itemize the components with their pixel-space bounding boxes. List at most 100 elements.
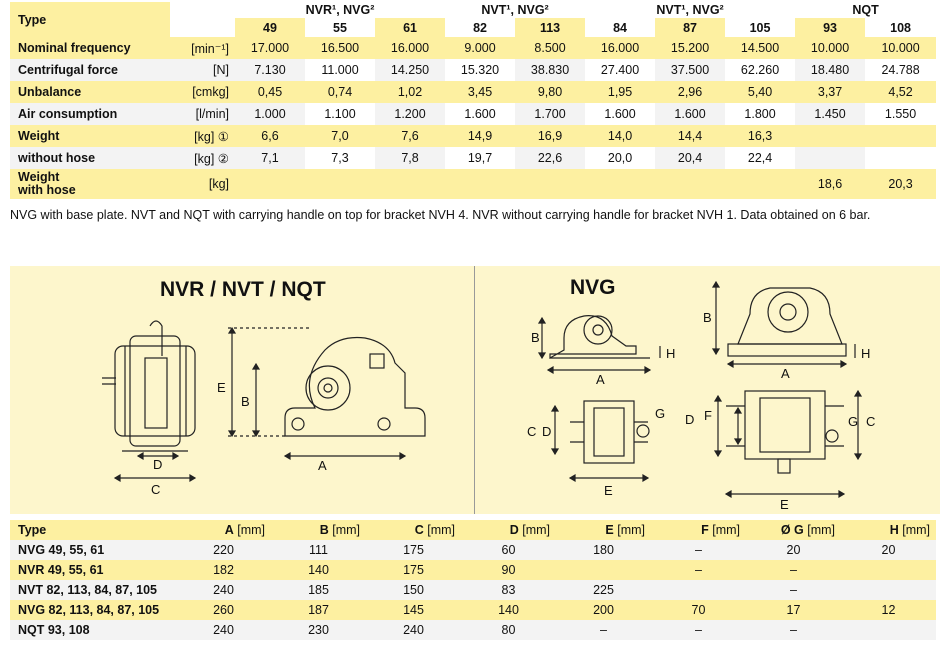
spec-row-unit: [kg]: [170, 169, 235, 199]
dims-row-type: NQT 93, 108: [10, 620, 176, 640]
spec-cell: 8.500: [515, 37, 586, 59]
spec-cell: 19,7: [445, 147, 516, 169]
technical-drawing: D C A B E B A H B A H C D G E D F G C E: [102, 280, 875, 512]
dims-header-letter: Ø G: [780, 523, 804, 537]
spec-cell: 1.600: [445, 103, 516, 125]
spec-cell: 16.000: [375, 37, 446, 59]
spec-row-unit: [min⁻¹]: [170, 37, 235, 59]
dims-cell: 20: [841, 540, 936, 560]
dims-cell: 240: [176, 620, 271, 640]
spec-cell: 22,6: [515, 147, 586, 169]
dims-cell: 225: [556, 580, 651, 600]
spec-cell: 1.700: [515, 103, 586, 125]
spec-cell: 7.130: [235, 59, 305, 81]
spec-cell: 14,9: [445, 125, 516, 147]
dims-header-unit: [mm]: [332, 523, 360, 537]
spec-cell: 4,52: [865, 81, 937, 103]
spec-cell: [795, 147, 866, 169]
dim-label-h-nvg-small: H: [666, 346, 675, 361]
nvg-large-front-drawing: [711, 280, 856, 369]
spec-table: Type NVR¹, NVG² NVT¹, NVG² NVT¹, NVG² NQ…: [10, 2, 937, 199]
dims-header-letter: A: [224, 523, 234, 537]
spec-group-nvr-nvg: NVR¹, NVG²: [235, 2, 446, 18]
dim-label-b-nvg-large: B: [703, 310, 712, 325]
dims-header-unit: [mm]: [522, 523, 550, 537]
model-108: 108: [865, 18, 937, 37]
spec-cell: [515, 169, 586, 199]
dim-label-d-nvg-large: D: [685, 412, 694, 427]
spec-cell: 6,6: [235, 125, 305, 147]
spec-cell: 9,80: [515, 81, 586, 103]
dims-header-letter: F: [701, 523, 709, 537]
dim-label-a-left: A: [318, 458, 327, 473]
spec-cell: 20,4: [655, 147, 726, 169]
dims-header-col: H [mm]: [841, 520, 936, 540]
dims-header-unit: [mm]: [807, 523, 835, 537]
spec-cell: 18.480: [795, 59, 866, 81]
dims-header-col: B [mm]: [271, 520, 366, 540]
spec-cell: [865, 147, 937, 169]
spec-cell: 37.500: [655, 59, 726, 81]
dim-label-d-nvg-small: D: [542, 424, 551, 439]
dims-cell: 20: [746, 540, 841, 560]
spec-cell: 7,1: [235, 147, 305, 169]
spec-cell: 15.320: [445, 59, 516, 81]
spec-cell: 10.000: [795, 37, 866, 59]
dim-label-h-nvg-large: H: [861, 346, 870, 361]
spec-cell: 18,6: [795, 169, 866, 199]
dim-label-c-left: C: [151, 482, 160, 497]
nvg-small-side-drawing: [550, 400, 650, 483]
dims-cell: 70: [651, 600, 746, 620]
dims-header-col: C [mm]: [366, 520, 461, 540]
dim-label-c-nvg-small: C: [527, 424, 536, 439]
dims-cell: 240: [366, 620, 461, 640]
spec-cell: 14,4: [655, 125, 726, 147]
dims-cell: [841, 580, 936, 600]
spec-cell: 14.250: [375, 59, 446, 81]
spec-group-nvt-nvg-2: NVT¹, NVG²: [585, 2, 796, 18]
spec-cell: 3,45: [445, 81, 516, 103]
dims-cell: 145: [366, 600, 461, 620]
dims-header-unit: [mm]: [617, 523, 645, 537]
dims-header-unit: [mm]: [902, 523, 930, 537]
drawing-title-nvg: NVG: [570, 276, 616, 299]
dims-cell: [556, 560, 651, 580]
spec-cell: 15.200: [655, 37, 726, 59]
dims-header-unit: [mm]: [237, 523, 265, 537]
dims-cell: 90: [461, 560, 556, 580]
spec-row-label: Unbalance: [10, 81, 170, 103]
dims-cell: –: [746, 620, 841, 640]
dims-cell: 140: [461, 600, 556, 620]
spec-type-label: Type: [10, 2, 170, 37]
drawing-title-nvr-nvt-nqt: NVR / NVT / NQT: [160, 278, 326, 301]
spec-cell: 16,9: [515, 125, 586, 147]
spec-cell: 1,95: [585, 81, 656, 103]
dims-header-col: D [mm]: [461, 520, 556, 540]
dims-header-letter: Type: [18, 523, 47, 537]
dims-cell: [651, 580, 746, 600]
dims-cell: 60: [461, 540, 556, 560]
dims-cell: –: [651, 560, 746, 580]
dims-cell: 187: [271, 600, 366, 620]
dim-label-e-nvg-small: E: [604, 483, 613, 498]
spec-row-unit: [cmkg]: [170, 81, 235, 103]
spec-cell: 1,02: [375, 81, 446, 103]
dims-cell: –: [746, 560, 841, 580]
spec-row-unit: [l/min]: [170, 103, 235, 125]
nvg-small-front-drawing: [537, 315, 661, 375]
dims-cell: 140: [271, 560, 366, 580]
dims-cell: 12: [841, 600, 936, 620]
spec-cell: 11.000: [305, 59, 375, 81]
dims-header-letter: H: [889, 523, 899, 537]
dim-label-a-nvg-large: A: [781, 366, 790, 381]
dims-cell: 180: [556, 540, 651, 560]
spec-cell: 24.788: [865, 59, 937, 81]
spec-row-unit: [N]: [170, 59, 235, 81]
